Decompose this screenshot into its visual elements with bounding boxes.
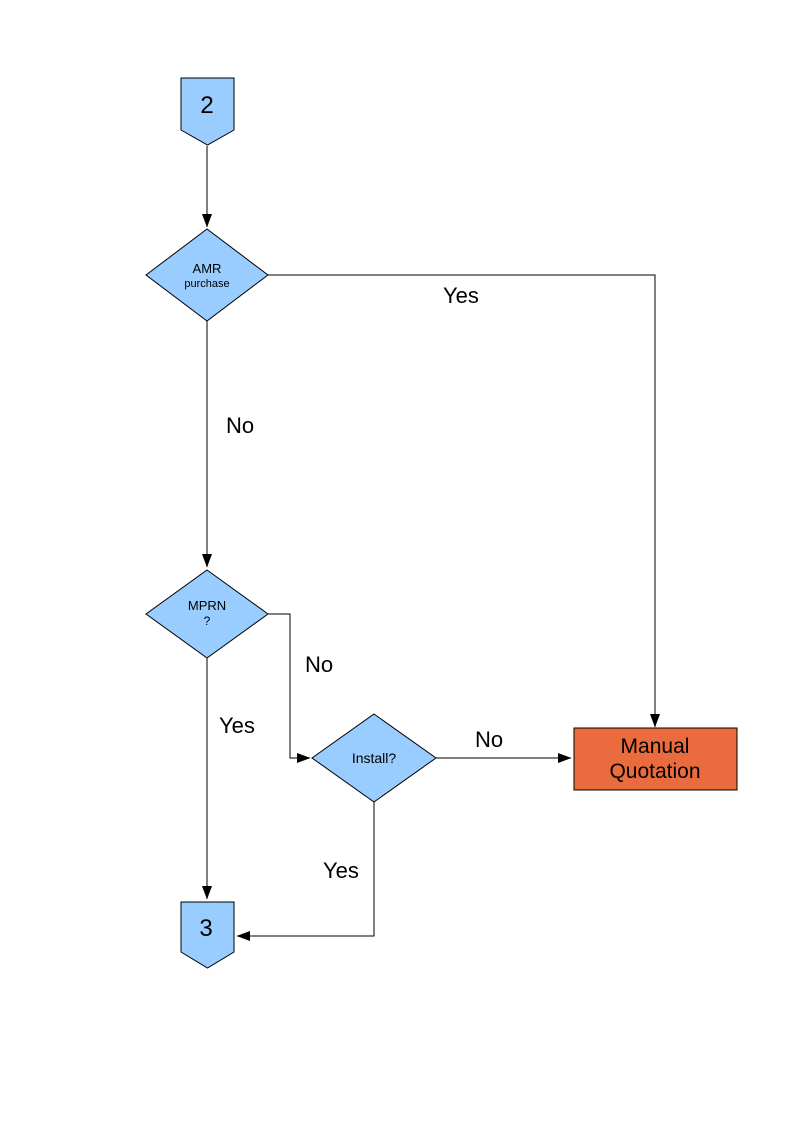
edge-label-amr-yes: Yes (443, 283, 479, 308)
edges (202, 146, 660, 941)
manual-quotation-label-line2: Quotation (609, 760, 700, 783)
node-offpage-connector-2: 2 (180, 77, 235, 146)
mprn-decision-label-line2: ? (204, 614, 211, 628)
edge-label-mprn-no: No (305, 652, 333, 677)
offpage-connector-3-label: 3 (199, 915, 212, 942)
amr-decision-label-line1: AMR (193, 261, 222, 276)
edge-label-mprn-yes: Yes (219, 713, 255, 738)
node-manual-quotation: Manual Quotation (573, 727, 738, 791)
edge-label-install-yes: Yes (323, 858, 359, 883)
edge-label-install-no: No (475, 727, 503, 752)
mprn-decision-label-line1: MPRN (188, 598, 226, 613)
amr-decision-label-line2: purchase (184, 278, 229, 290)
install-decision-diamond (311, 713, 437, 803)
edge-label-amr-no: No (226, 413, 254, 438)
manual-quotation-label-line1: Manual (621, 735, 690, 758)
node-offpage-connector-3: 3 (180, 901, 235, 969)
amr-decision-diamond (145, 228, 269, 322)
offpage-connector-2-shape (180, 77, 235, 146)
edge-labels: Yes No No Yes No Yes (219, 283, 503, 883)
offpage-connector-3-shape (180, 901, 235, 969)
edge-amr-yes-to-manual-quotation (268, 274, 660, 728)
offpage-connector-2-label: 2 (200, 92, 213, 119)
edge-install-yes-to-connector3 (236, 802, 375, 941)
mprn-decision-diamond (145, 569, 269, 659)
node-amr-purchase-decision: AMR purchase (145, 228, 269, 322)
manual-quotation-box (573, 727, 738, 791)
node-mprn-decision: MPRN ? (145, 569, 269, 659)
node-install-decision: Install? (311, 713, 437, 803)
edge-mprn-no-to-install (268, 613, 311, 763)
install-decision-label: Install? (352, 750, 397, 766)
